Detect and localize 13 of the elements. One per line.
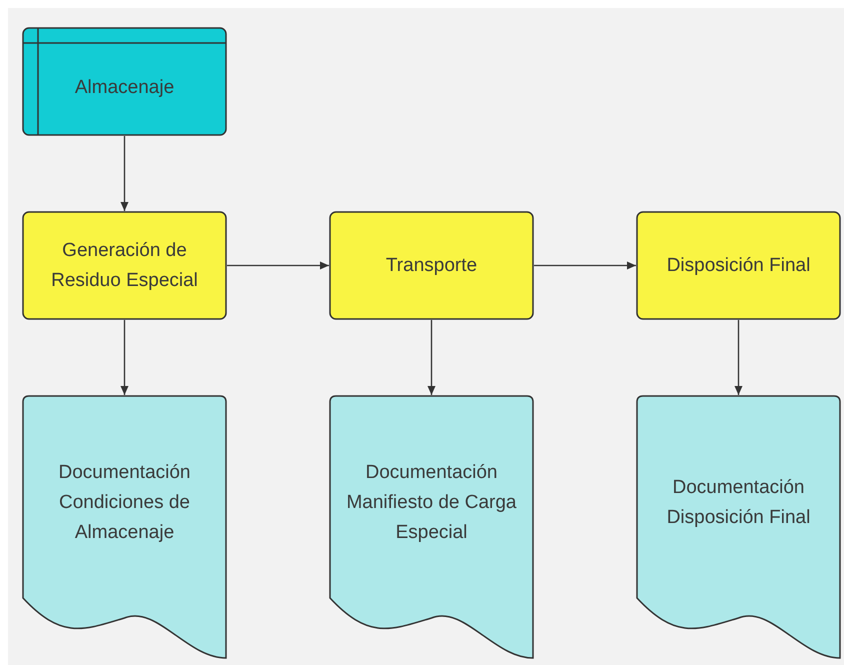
arrow: [120, 320, 128, 395]
arrow: [120, 136, 128, 211]
node-label: Transporte: [386, 254, 478, 278]
arrow: [534, 262, 636, 270]
node-label: Documentación Condiciones de Almacenaje: [57, 460, 192, 544]
arrow: [734, 320, 742, 395]
node-label: Documentación Manifiesto de Carga Especial: [345, 460, 518, 544]
arrow: [227, 262, 329, 270]
node-label: Disposición Final: [666, 254, 810, 278]
node-label: Documentación Disposición Final: [666, 476, 812, 530]
arrow: [428, 320, 436, 395]
node-label: Generación de Residuo Especial: [50, 238, 199, 292]
node-label: Almacenaje: [74, 76, 174, 100]
